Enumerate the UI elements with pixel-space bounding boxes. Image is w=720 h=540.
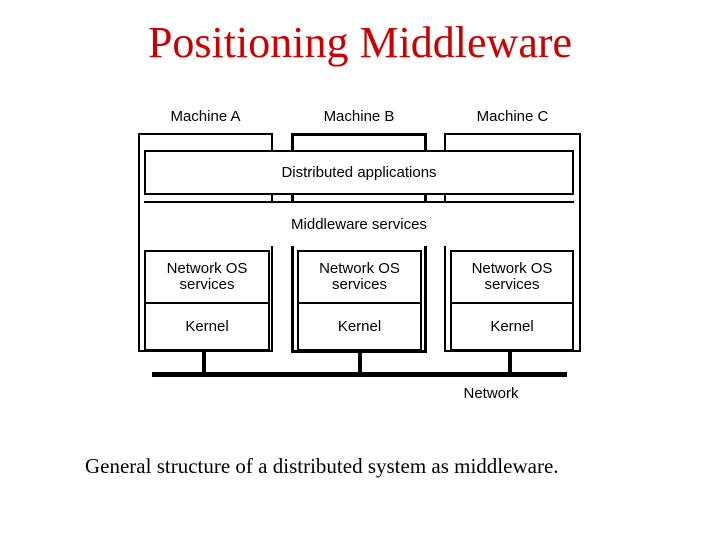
machine-a-stack: Network OS services Kernel (144, 250, 270, 351)
machine-b-network-connector (358, 351, 362, 374)
figure-caption: General structure of a distributed syste… (85, 454, 559, 478)
machine-b-label: Machine B (323, 108, 395, 125)
machine-a-network-connector (202, 350, 206, 374)
machine-c-network-connector (508, 350, 512, 374)
machine-c-kernel-cell: Kernel (452, 302, 572, 349)
distributed-applications-box: Distributed applications (144, 150, 574, 195)
machine-b-stack: Network OS services Kernel (297, 250, 422, 351)
machine-a-label: Machine A (170, 108, 241, 125)
slide-title: Positioning Middleware (147, 18, 573, 67)
network-bus-line (152, 372, 567, 377)
machine-c-label: Machine C (476, 108, 549, 125)
machine-a-kernel-cell: Kernel (146, 302, 268, 349)
network-label: Network (463, 385, 519, 402)
machine-c-network-os-cell: Network OS services (471, 260, 553, 293)
machine-c-stack: Network OS services Kernel (450, 250, 574, 351)
middleware-services-box: Middleware services (144, 201, 574, 246)
machine-a-network-os-cell: Network OS services (166, 260, 248, 293)
machine-b-network-os-cell: Network OS services (319, 260, 400, 293)
machine-b-kernel-cell: Kernel (299, 302, 420, 349)
